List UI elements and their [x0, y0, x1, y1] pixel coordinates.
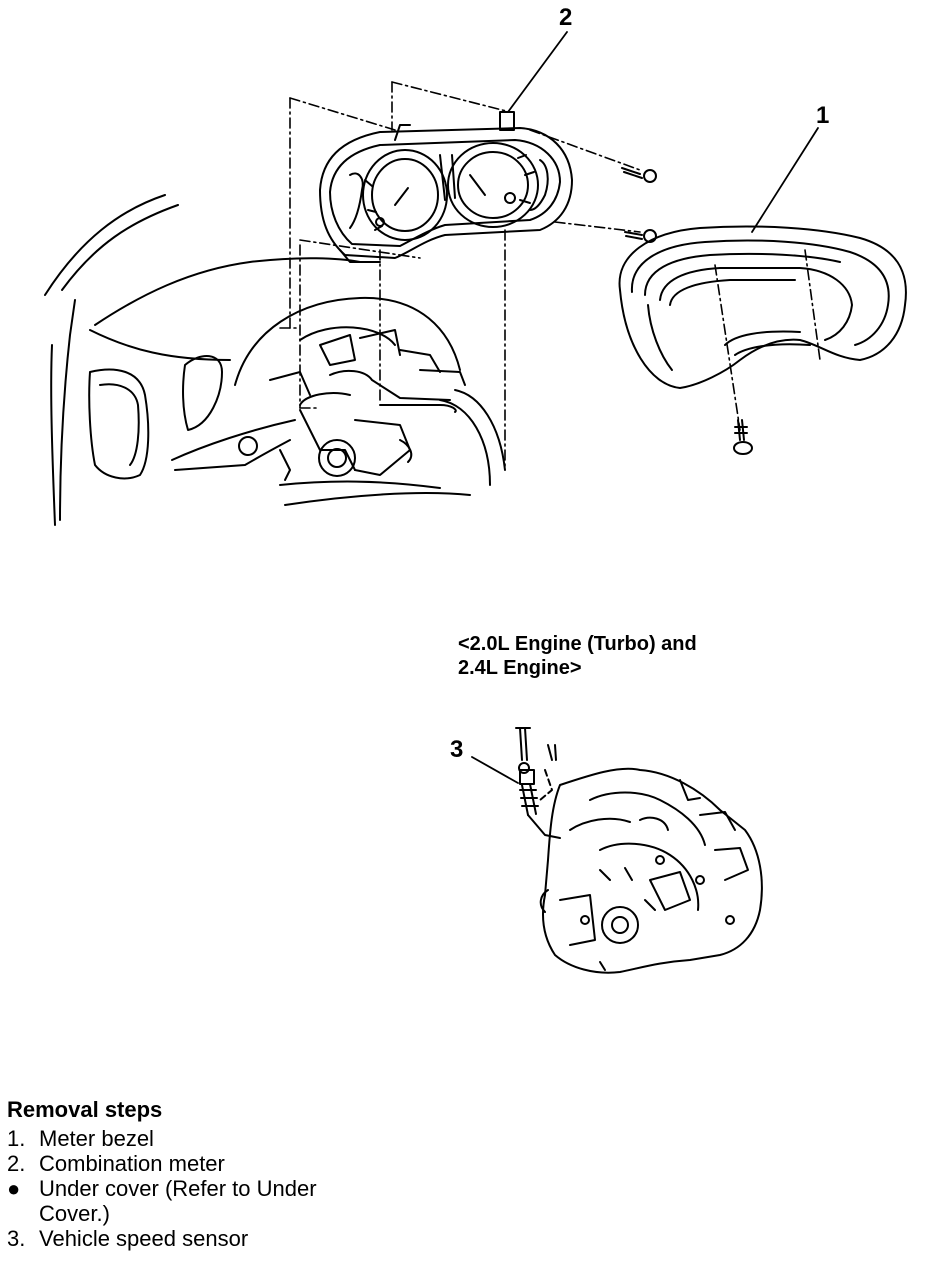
engine-variant-line-1: <2.0L Engine (Turbo) and	[458, 633, 697, 655]
step-text: Meter bezel	[39, 1126, 154, 1151]
step-item: 1. Meter bezel	[7, 1126, 337, 1151]
meter-bezel-illustration	[618, 225, 907, 389]
removal-steps-title: Removal steps	[7, 1097, 163, 1122]
callout-1: 1	[816, 102, 830, 129]
removal-steps: Removal steps 1. Meter bezel 2. Combinat…	[7, 1096, 337, 1251]
leader-lines	[471, 31, 819, 784]
step-text: Vehicle speed sensor	[39, 1226, 249, 1251]
combination-meter-illustration	[319, 111, 573, 263]
engine-variant-label: <2.0L Engine (Turbo) and 2.4L Engine>	[458, 632, 697, 680]
step-item: ● Under cover (Refer to Under Cover.)	[7, 1176, 337, 1226]
transaxle-illustration	[515, 727, 763, 974]
assembly-guide-lines	[279, 81, 821, 471]
step-marker: 1.	[7, 1126, 26, 1151]
dashboard-illustration	[44, 194, 506, 526]
bezel-screw	[733, 419, 753, 455]
step-text: Combination meter	[39, 1151, 225, 1176]
step-text: Under cover (Refer to Under Cover.)	[39, 1176, 317, 1226]
step-marker-bullet: ●	[7, 1176, 21, 1201]
step-marker: 3.	[7, 1226, 26, 1251]
callout-3: 3	[450, 736, 464, 763]
engine-variant-line-2: 2.4L Engine>	[458, 657, 582, 679]
meter-screws	[621, 167, 657, 243]
step-item: 3. Vehicle speed sensor	[7, 1226, 337, 1251]
callout-2: 2	[559, 4, 573, 31]
step-item: 2. Combination meter	[7, 1151, 337, 1176]
step-marker: 2.	[7, 1151, 26, 1176]
